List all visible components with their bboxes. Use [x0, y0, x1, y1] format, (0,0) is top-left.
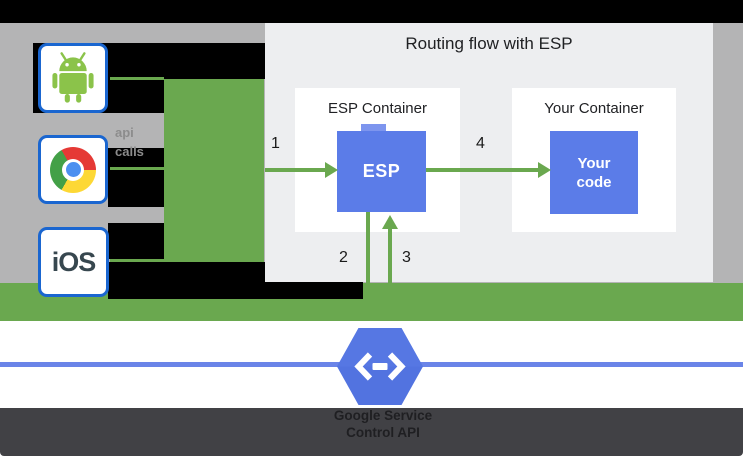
esp-node-label: ESP — [362, 161, 401, 181]
android-connector-line — [110, 77, 164, 80]
black-backdrop — [108, 148, 164, 207]
step-number-4: 4 — [476, 135, 485, 152]
esp-container-label: ESP Container — [328, 100, 427, 117]
black-backdrop — [108, 223, 164, 259]
arrow-3-head-icon — [382, 215, 398, 229]
endpoints-caption-line1: Google Service — [333, 408, 433, 423]
cloud-endpoints-hexagon-icon — [337, 328, 423, 405]
endpoints-caption-line2: Control API — [346, 425, 420, 440]
api-calls-note-line1: api — [115, 125, 134, 140]
arrow-1-line — [265, 168, 326, 172]
your-code-node: Your code — [550, 131, 638, 214]
ios-label: iOS — [51, 246, 97, 277]
arrow-1-head-icon — [325, 162, 338, 178]
chrome-connector-line — [110, 167, 164, 170]
chrome-browser-icon — [50, 146, 96, 193]
esp-node: ESP — [337, 131, 426, 212]
routing-flow-panel: Routing flow with ESP ESP Container Your… — [265, 23, 713, 321]
panel-title: Routing flow with ESP — [405, 34, 573, 53]
arrow-2-line — [366, 212, 370, 321]
arrow-3-line — [388, 229, 392, 321]
your-container-label: Your Container — [544, 100, 644, 117]
arrow-4-head-icon — [538, 162, 551, 178]
client-traffic-column — [164, 79, 264, 262]
step-number-1: 1 — [271, 135, 280, 152]
top-black-bar — [0, 0, 743, 23]
chrome-client-box — [38, 135, 108, 204]
occluded-element-behind-esp — [361, 124, 386, 134]
android-robot-icon — [52, 52, 94, 103]
ios-connector-line — [110, 259, 164, 262]
api-calls-note-line2: calls — [115, 144, 144, 159]
dark-footer-band — [0, 408, 743, 456]
your-code-node-label: Your code — [576, 154, 612, 191]
step-number-3: 3 — [402, 249, 411, 266]
api-calls-note: api calls — [115, 123, 171, 161]
arrow-4-line — [426, 168, 539, 172]
android-client-box — [38, 43, 108, 113]
black-backdrop — [164, 43, 265, 79]
endpoints-caption: Google Service Control API — [283, 407, 483, 441]
step-number-2: 2 — [339, 249, 348, 266]
ios-client-box: iOS — [38, 227, 109, 297]
